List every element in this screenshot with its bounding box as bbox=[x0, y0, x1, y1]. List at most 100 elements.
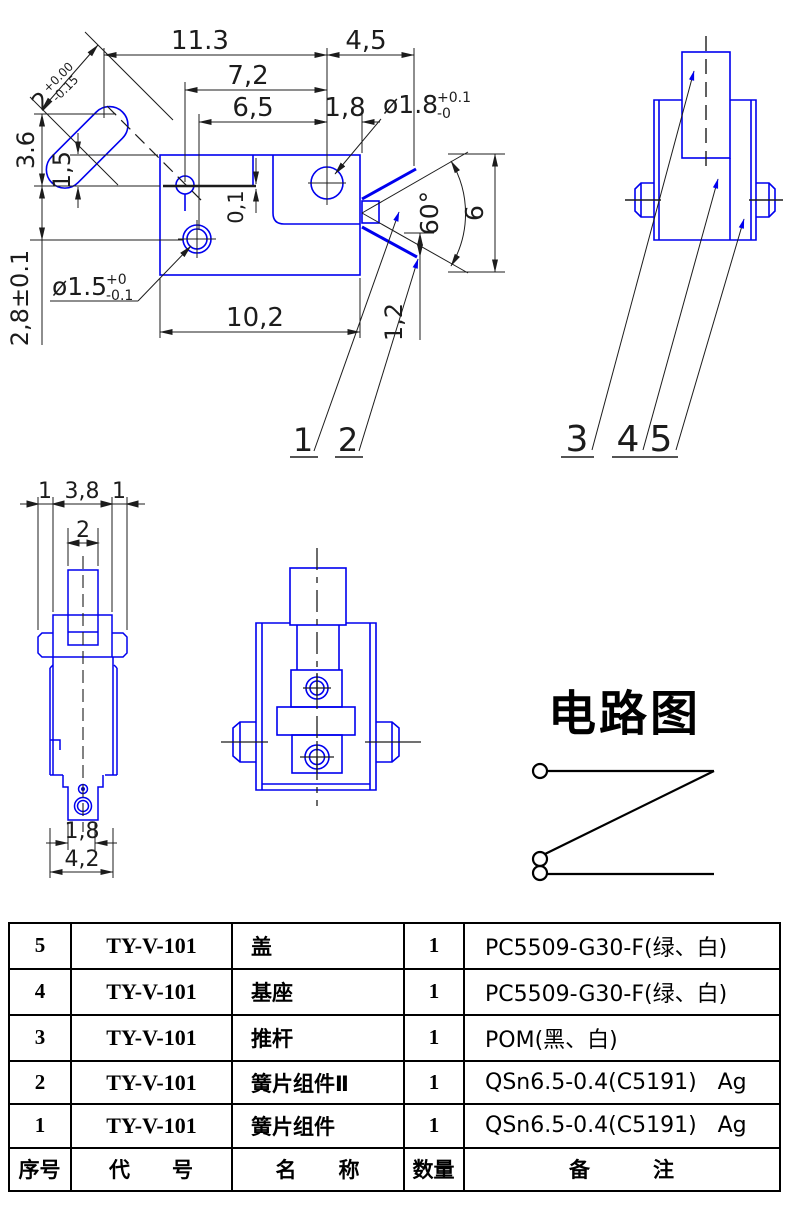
dim-hole-to-edge: 1,8 bbox=[324, 93, 365, 123]
switch-body-outline bbox=[159, 154, 361, 276]
leader-part-3: 3 bbox=[566, 419, 589, 460]
dim-mid-width: 7,2 bbox=[227, 61, 268, 91]
circuit-title: 电路图 bbox=[548, 686, 701, 742]
drawing-views: 11.3 4,5 7,2 6,5 1,8 10,2 3.6 1,5 2,8±0.… bbox=[6, 26, 783, 882]
parts-table: 5 TY-V-101 盖 1 PC5509-G30-F(绿、白) 4 TY-V-… bbox=[8, 922, 781, 1193]
rear-view-geometry bbox=[232, 567, 400, 791]
part-qty: 1 bbox=[403, 1103, 465, 1149]
rear-plunger bbox=[289, 567, 347, 626]
part-qty: 1 bbox=[403, 1059, 465, 1106]
dim-hole-big: ø1.8 bbox=[383, 90, 438, 119]
part-qty: 1 bbox=[403, 1013, 465, 1062]
part-remark: QSn6.5-0.4(C5191) Ag bbox=[463, 1103, 781, 1149]
dim-hole-spacing: 2,8±0.1 bbox=[6, 250, 34, 346]
part-name: 基座 bbox=[231, 967, 405, 1016]
dim-height-15: 1,5 bbox=[48, 151, 76, 189]
header-name: 名 称 bbox=[231, 1146, 405, 1193]
circuit-terminal-top bbox=[531, 762, 549, 780]
front-view: 3 4 5 bbox=[561, 36, 783, 460]
dim-left-tab: 1 bbox=[38, 479, 52, 504]
rear-view bbox=[221, 548, 421, 806]
part-code: TY-V-101 bbox=[70, 1103, 233, 1149]
dim-contact-gap: 0,1 bbox=[224, 190, 248, 223]
contact-block bbox=[361, 200, 380, 224]
dim-base-width: 4,2 bbox=[65, 847, 100, 872]
part-no: 2 bbox=[8, 1059, 72, 1106]
part-remark: PC5509-G30-F(绿、白) bbox=[463, 967, 781, 1016]
part-qty: 1 bbox=[403, 922, 465, 970]
side-left-terminal bbox=[37, 632, 53, 658]
dim-inner-width: 6,5 bbox=[232, 93, 273, 123]
dim-plunger-dia-side: 2 bbox=[76, 518, 90, 543]
part-name: 盖 bbox=[231, 922, 405, 970]
dim-hole-small-tol-up: +0 bbox=[106, 272, 127, 288]
circuit-diagram: 电路图 bbox=[531, 686, 715, 882]
circuit-terminal-bottom bbox=[531, 864, 549, 882]
part-no: 5 bbox=[8, 922, 72, 970]
part-name: 推杆 bbox=[231, 1013, 405, 1062]
part-qty: 1 bbox=[403, 967, 465, 1016]
part-name: 簧片组件Ⅱ bbox=[231, 1059, 405, 1106]
dim-hole-small: ø1.5 bbox=[52, 272, 107, 301]
part-code: TY-V-101 bbox=[70, 1013, 233, 1062]
label-hole-big: ø1.8 +0.1 -0 bbox=[383, 90, 471, 122]
dim-plunger-dia-group: 2 +0.00 -0.15 bbox=[26, 59, 81, 116]
part-code: TY-V-101 bbox=[70, 1059, 233, 1106]
circuit-switch-blade bbox=[544, 770, 715, 855]
front-body-outline bbox=[653, 99, 757, 241]
side-view-dimension-lines bbox=[20, 500, 145, 875]
main-view-dimension-lines bbox=[39, 44, 498, 345]
dim-top-width: 11.3 bbox=[171, 26, 229, 56]
circuit-symbol bbox=[531, 762, 715, 882]
side-right-terminal bbox=[112, 632, 128, 658]
dim-hole-big-tol-up: +0.1 bbox=[437, 90, 471, 106]
main-view: 11.3 4,5 7,2 6,5 1,8 10,2 3.6 1,5 2,8±0.… bbox=[6, 26, 505, 459]
header-qty: 数量 bbox=[403, 1146, 465, 1193]
part-remark: PC5509-G30-F(绿、白) bbox=[463, 922, 781, 970]
dim-top-right: 4,5 bbox=[345, 26, 386, 56]
spring-strip-lower bbox=[361, 225, 418, 259]
dim-bottom-width: 10,2 bbox=[226, 303, 284, 333]
plunger-outline bbox=[45, 105, 129, 189]
part-remark: QSn6.5-0.4(C5191) Ag bbox=[463, 1059, 781, 1106]
dim-body-width: 3,8 bbox=[65, 479, 100, 504]
table-row: 3 TY-V-101 推杆 1 POM(黑、白) bbox=[8, 1013, 781, 1062]
main-view-centerlines bbox=[106, 105, 346, 258]
dim-terminal-width: 1,8 bbox=[65, 819, 100, 844]
leader-part-1: 1 bbox=[293, 421, 313, 459]
header-code: 代 号 bbox=[70, 1146, 233, 1193]
front-view-leaders: 3 4 5 bbox=[561, 70, 745, 460]
part-no: 4 bbox=[8, 967, 72, 1016]
rear-view-centerlines bbox=[221, 548, 421, 806]
part-code: TY-V-101 bbox=[70, 922, 233, 970]
dim-spring-angle: 60° bbox=[415, 191, 444, 235]
plunger-centerline bbox=[106, 105, 203, 202]
spring-strip-upper bbox=[361, 167, 417, 201]
front-view-centerlines bbox=[625, 36, 783, 201]
main-view-body-geometry bbox=[45, 105, 418, 276]
dim-hole-small-tol-dn: -0.1 bbox=[106, 288, 133, 304]
bom-table: 5 TY-V-101 盖 1 PC5509-G30-F(绿、白) 4 TY-V-… bbox=[8, 922, 781, 1193]
part-no: 3 bbox=[8, 1013, 72, 1062]
table-row: 5 TY-V-101 盖 1 PC5509-G30-F(绿、白) bbox=[8, 922, 781, 970]
part-code: TY-V-101 bbox=[70, 967, 233, 1016]
leader-part-4: 4 bbox=[617, 419, 640, 460]
leader-part-2: 2 bbox=[338, 421, 358, 459]
label-hole-small: ø1.5 +0 -0.1 bbox=[52, 272, 133, 304]
circuit-terminal-mid bbox=[531, 850, 549, 868]
side-bottom-terminal bbox=[62, 775, 104, 821]
dim-height-36: 3.6 bbox=[12, 131, 40, 169]
table-row: 4 TY-V-101 基座 1 PC5509-G30-F(绿、白) bbox=[8, 967, 781, 1016]
table-row: 2 TY-V-101 簧片组件Ⅱ 1 QSn6.5-0.4(C5191) Ag bbox=[8, 1059, 781, 1106]
table-header-row: 序号 代 号 名 称 数量 备 注 bbox=[8, 1146, 781, 1193]
dim-right-tab: 1 bbox=[112, 479, 126, 504]
dim-side-height: 6 bbox=[460, 205, 489, 221]
part-remark: POM(黑、白) bbox=[463, 1013, 781, 1062]
header-remark: 备 注 bbox=[463, 1146, 781, 1193]
dim-hole-big-tol-dn: -0 bbox=[437, 106, 451, 122]
part-name: 簧片组件 bbox=[231, 1103, 405, 1149]
main-view-leaders: 1 2 bbox=[290, 211, 419, 459]
part-no: 1 bbox=[8, 1103, 72, 1149]
side-view: 1 3,8 1 2 1,8 4,2 bbox=[20, 479, 145, 878]
